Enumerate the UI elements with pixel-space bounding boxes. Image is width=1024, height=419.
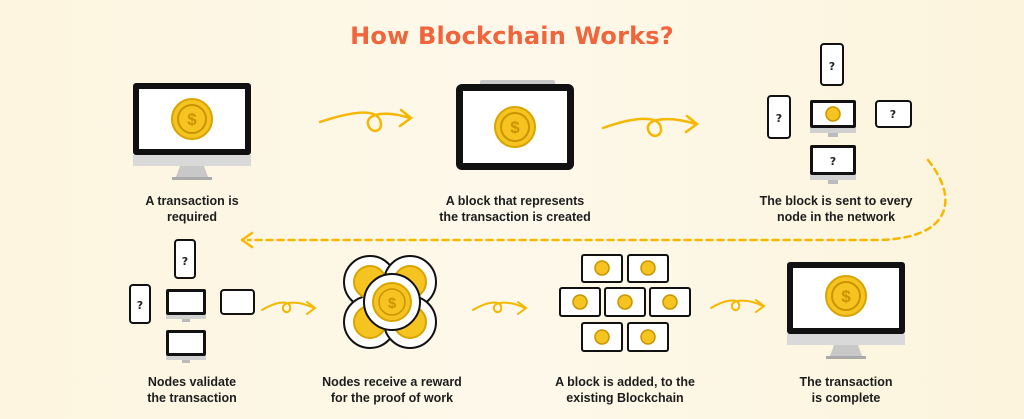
question-icon: ? [137, 299, 143, 312]
step-5-caption: Nodes receive a reward for the proof of … [322, 375, 462, 405]
step-3-caption: The block is sent to every node in the n… [759, 194, 913, 224]
step-7-monitor-icon: $ [787, 262, 905, 359]
step-5-coin-stack-icon: $ [343, 255, 437, 349]
flow-arrow-2 [601, 117, 698, 137]
coin-symbol: $ [841, 287, 851, 306]
flow-arrow-4 [472, 301, 526, 314]
question-icon: ? [829, 60, 835, 73]
coin-symbol: $ [187, 110, 197, 129]
row-connector-arrow [246, 158, 947, 242]
step-2-tablet-icon: $ [456, 80, 574, 170]
coin-symbol: $ [388, 295, 397, 312]
page-title: How Blockchain Works? [350, 22, 674, 50]
question-icon: ? [890, 108, 896, 121]
step-2-caption: A block that represents the transaction … [439, 194, 591, 224]
step-1-monitor-icon: $ [133, 83, 251, 180]
step-6-caption: A block is added, to the existing Blockc… [555, 375, 695, 405]
question-icon: ? [830, 155, 836, 168]
flow-arrow-5 [710, 299, 764, 312]
step-4-caption: Nodes validate the transaction [147, 375, 237, 405]
step-3-network-icon: ? ? ? ? [767, 43, 912, 184]
step-1-caption: A transaction is required [145, 194, 239, 224]
coin-symbol: $ [510, 118, 520, 137]
flow-arrow-3 [261, 301, 315, 314]
flow-arrow-1 [318, 111, 412, 132]
question-icon: ? [776, 112, 782, 125]
step-6-block-grid-icon [559, 254, 691, 352]
question-icon: ? [182, 255, 188, 268]
step-4-nodes-icon: ? ? [129, 239, 255, 363]
step-7-caption: The transaction is complete [799, 375, 893, 405]
